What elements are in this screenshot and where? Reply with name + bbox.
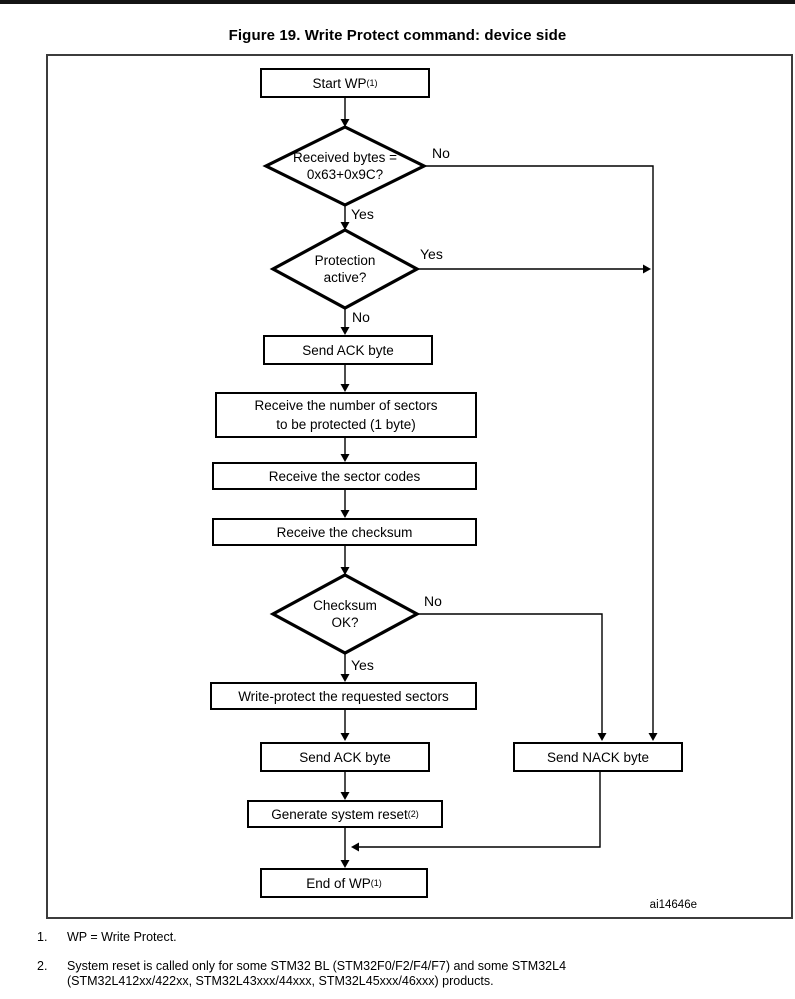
edge-label-d1-no: No bbox=[432, 145, 450, 161]
decision-checksum-ok-label: Checksum OK? bbox=[313, 598, 377, 630]
decision-protection-active-label: Protection active? bbox=[314, 253, 376, 285]
node-generate-reset: Generate system reset(2) bbox=[247, 800, 443, 828]
decision-received-bytes bbox=[262, 125, 428, 207]
decision-protection-active bbox=[269, 228, 421, 310]
artwork-id: ai14646e bbox=[649, 899, 697, 911]
footnote-2-text: System reset is called only for some STM… bbox=[67, 959, 567, 988]
edge-label-d3-yes: Yes bbox=[351, 657, 374, 673]
node-start-wp-label: Start WP bbox=[312, 75, 367, 91]
footnote-2-number: 2. bbox=[37, 959, 48, 973]
node-send-ack-1: Send ACK byte bbox=[263, 335, 433, 365]
node-receive-codes: Receive the sector codes bbox=[212, 462, 477, 490]
decision-checksum-ok bbox=[269, 573, 421, 655]
edge-label-d2-no: No bbox=[352, 309, 370, 325]
node-receive-sectors: Receive the number of sectors to be prot… bbox=[215, 392, 477, 438]
node-end-wp: End of WP(1) bbox=[260, 868, 428, 898]
node-send-nack: Send NACK byte bbox=[513, 742, 683, 772]
node-end-wp-label: End of WP bbox=[306, 875, 371, 891]
edge-label-d2-yes: Yes bbox=[420, 246, 443, 262]
figure-frame bbox=[46, 54, 793, 919]
node-send-ack-2: Send ACK byte bbox=[260, 742, 430, 772]
decision-received-bytes-label: Received bytes = 0x63+0x9C? bbox=[293, 150, 397, 182]
node-receive-checksum: Receive the checksum bbox=[212, 518, 477, 546]
arrowheads bbox=[340, 119, 658, 868]
edge-label-d1-yes: Yes bbox=[351, 206, 374, 222]
edge-label-d3-no: No bbox=[424, 593, 442, 609]
node-start-wp: Start WP(1) bbox=[260, 68, 430, 98]
footnote-1-text: WP = Write Protect. bbox=[67, 930, 177, 944]
node-write-protect: Write-protect the requested sectors bbox=[210, 682, 477, 710]
figure-title: Figure 19. Write Protect command: device… bbox=[228, 27, 567, 44]
top-rule bbox=[0, 0, 795, 4]
footnote-1-number: 1. bbox=[37, 930, 48, 944]
node-generate-reset-label: Generate system reset bbox=[271, 806, 408, 822]
